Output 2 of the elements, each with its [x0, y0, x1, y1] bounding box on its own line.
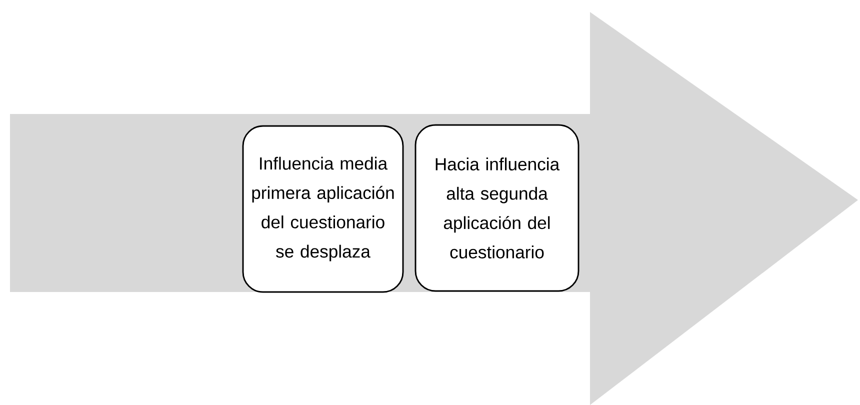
rounded-box: Hacia influencia alta segunda aplicación del cuestionario: [414, 124, 580, 292]
rounded-box: Influencia media primera aplicación del cuestionario se desplaza: [242, 125, 404, 293]
